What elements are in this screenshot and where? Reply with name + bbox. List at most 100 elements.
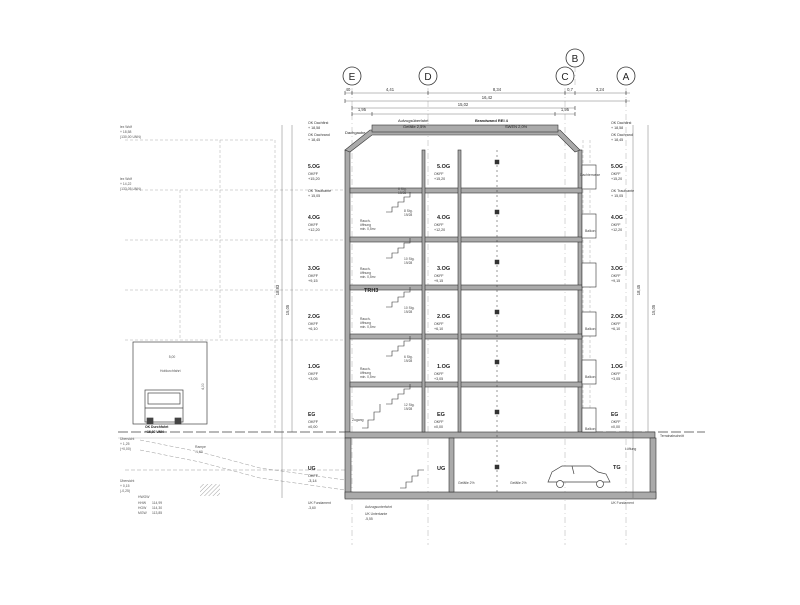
stair-annotations: 8 Stg. 19/28 8 Stg. 19/28 10 Stg. 19/28 … xyxy=(360,187,415,411)
dim-label: 15,02 xyxy=(458,102,469,107)
okff-label: OKFF xyxy=(308,420,319,424)
level-text: OK Dachfirst xyxy=(611,121,631,125)
roof-gradient: Gefälle 2,5% xyxy=(403,124,426,129)
right-annotations: Dachterrasse Balkon Balkon Balkon Balkon… xyxy=(580,173,684,505)
level-value: + 15,05 xyxy=(308,194,320,198)
smoke-vent-line: öffnung xyxy=(360,271,371,275)
level-value: + 18,58 xyxy=(611,126,623,130)
okff-value: +6,10 xyxy=(434,327,443,331)
okff-value: +12,20 xyxy=(434,228,445,232)
okff-label: OKFF xyxy=(308,474,319,478)
smoke-vent-line: öffnung xyxy=(360,223,371,227)
entry-label: OK Durchfahrt xyxy=(145,425,169,429)
floor-label: UG xyxy=(308,466,316,472)
roof-label: Brandwand REI 4 xyxy=(475,118,509,123)
smoke-vent-line: min. 0,5m² xyxy=(360,275,376,279)
dim-label: 40 xyxy=(346,87,351,92)
okff-label: OKFF xyxy=(611,322,621,326)
smoke-vent-line: min. 0,5m² xyxy=(360,227,376,231)
level-values-left: OKFF +15,20 OKFF +12,20 OKFF +9,15 OKFF … xyxy=(308,172,320,483)
okff-label: OKFF xyxy=(434,322,444,326)
okff-value: +9,15 xyxy=(611,279,620,283)
floor-label: UG xyxy=(437,466,445,472)
dim-label: 3,24 xyxy=(596,87,605,92)
annotation-line: lex Wolf xyxy=(120,125,132,129)
balcony-label: Balkon xyxy=(585,375,595,379)
stair-count: 12 Stg. xyxy=(404,403,415,407)
axis-e-bubble: E xyxy=(342,66,362,86)
terrain-label: Terrainabschnitt xyxy=(660,434,684,438)
okff-value: +9,15 xyxy=(434,279,443,283)
top-dimension-labels: 40 4,41 8,34 0,7 3,24 16,42 15,02 1,95 1… xyxy=(346,87,605,112)
okff-value: +12,20 xyxy=(611,228,622,232)
hwst-line: HHW xyxy=(138,501,147,505)
vertical-dimension-labels: 18,83 15,05 18,45 15,05 xyxy=(275,284,656,315)
stair-rise: 19/28 xyxy=(398,191,406,195)
floor-label: 1.OG xyxy=(437,364,450,370)
stair-label: TRH3 xyxy=(364,288,378,294)
annotation-line: + 14,22 xyxy=(120,182,132,186)
annotation-line: (133,05 UNN) xyxy=(120,187,141,191)
balcony-label: Balkon xyxy=(585,427,595,431)
top-dimension-chains xyxy=(344,91,630,116)
okff-label: OKFF xyxy=(308,172,319,176)
axis-label: A xyxy=(623,72,630,83)
entry-value: +16,92 UNN xyxy=(145,430,164,434)
okff-value: +6,10 xyxy=(611,327,620,331)
underside-value: -5,55 xyxy=(365,517,373,521)
dim-label: 4,41 xyxy=(386,87,395,92)
smoke-vent-line: öffnung xyxy=(360,321,371,325)
floor-label: 4.OG xyxy=(611,215,623,221)
floor-label: 5.OG xyxy=(611,164,623,170)
smoke-vent-line: Rauch- xyxy=(360,267,371,271)
floor-label: EG xyxy=(437,412,445,418)
okff-label: OKFF xyxy=(434,274,444,278)
staircases xyxy=(362,192,424,489)
floor-label: TG xyxy=(613,465,621,471)
slope-label: Gefälle 2% xyxy=(510,481,527,485)
axis-b-bubble: B xyxy=(565,48,585,68)
truck-icon xyxy=(132,341,208,425)
okff-label: OKFF xyxy=(611,274,621,278)
axis-label: B xyxy=(572,54,579,65)
hwst-value: 113,85 xyxy=(152,511,162,515)
okff-value: +15,20 xyxy=(434,177,445,181)
floor-label: 2.OG xyxy=(611,314,623,320)
neighbour-foundation-hatch xyxy=(200,484,220,496)
okff-value: +3,05 xyxy=(611,377,620,381)
okff-label: OKFF xyxy=(611,420,621,424)
underside-label: UK Unterkante xyxy=(365,512,387,516)
floor-labels-center: 5.OG 4.OG 3.OG 2.OG 1.OG EG UG TRH3 TG xyxy=(364,164,621,472)
smoke-vent-line: min. 0,5m² xyxy=(360,375,376,379)
floor-label: EG xyxy=(308,412,315,418)
ridge-levels-left: OK Dachfirst + 18,58 OK Dachrand + 18,45… xyxy=(308,121,331,198)
annotation-line: (130,00 UNN) xyxy=(120,135,141,139)
axis-d-bubble: D xyxy=(418,66,438,86)
access-label: Zugang xyxy=(352,418,364,422)
stair-count: 10 Stg. xyxy=(404,257,415,261)
smoke-vent-line: Rauch- xyxy=(360,367,371,371)
balcony-label: Balkon xyxy=(585,327,595,331)
dim-label: 1,95 xyxy=(358,107,367,112)
level-text: OK Traufkante xyxy=(308,189,331,193)
lift-pit-label: Aufzugsunterfahrt xyxy=(365,505,392,509)
foundation-value: -3,60 xyxy=(308,506,316,510)
hwgw-label: HWGW xyxy=(138,495,150,499)
stair-rise: 19/28 xyxy=(404,359,412,363)
dachterrasse-label: Dachterrasse xyxy=(580,173,600,177)
dim-label: 18,83 xyxy=(275,284,280,295)
neighbour-building-outline xyxy=(125,139,345,432)
left-site-annotations: lex Wolf + 18,58 (130,00 UNN) lex Wolf +… xyxy=(120,125,206,515)
stair-rise: 19/28 xyxy=(404,261,412,265)
dim-label: 16,42 xyxy=(482,95,493,100)
level-text: OK Traufkante xyxy=(611,189,634,193)
floor-labels-right: 5.OG 4.OG 3.OG 2.OG 1.OG EG xyxy=(611,164,623,418)
okff-value: +15,20 xyxy=(308,177,320,181)
axis-label: D xyxy=(424,72,431,83)
axis-a-bubble: A xyxy=(616,66,636,86)
okff-label: OKFF xyxy=(308,322,319,326)
floor-label: 3.OG xyxy=(437,266,450,272)
stair-count: 8 Stg. xyxy=(404,209,413,213)
floor-label: 3.OG xyxy=(611,266,623,272)
